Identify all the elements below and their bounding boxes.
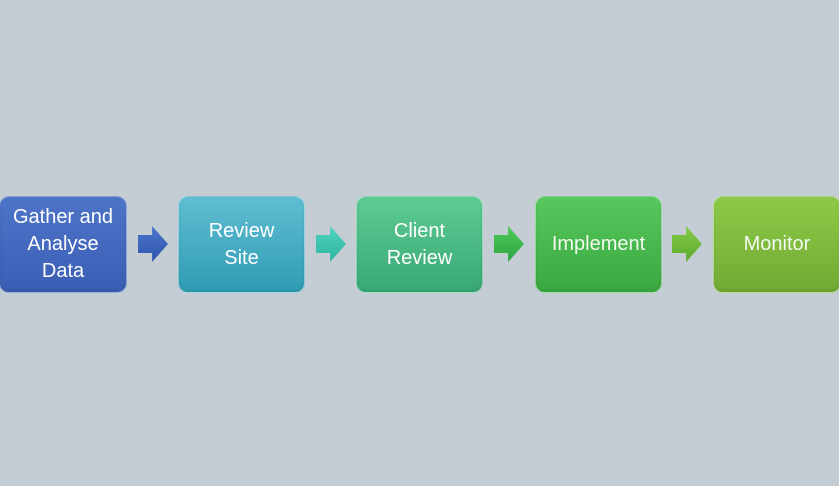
bottom-edge-strip [0,486,839,488]
step-review-site: Review Site [178,196,305,293]
connector-right-arrow-icon [494,226,524,262]
step-label-line: Site [224,246,259,269]
step-client-review: Client Review [356,196,483,293]
step-label-line: Gather and [12,206,114,228]
connector-right-arrow-icon [316,226,346,262]
step-monitor: Monitor [713,196,839,293]
connector-right-arrow-icon [138,226,168,262]
step-label-line: Client [393,219,446,242]
step-gather-and-analyse-data: Gather and Analyse Data [0,196,127,293]
step-label-line: Implement [551,233,646,255]
step-label-line: Monitor [743,233,811,255]
step-label-line: Analyse [27,233,99,255]
step-label-line: Review [386,246,453,269]
step-label-line: Data [41,260,85,282]
step-implement: Implement [535,196,662,293]
step-label-line: Review [208,219,275,242]
connector-right-arrow-icon [672,226,702,262]
